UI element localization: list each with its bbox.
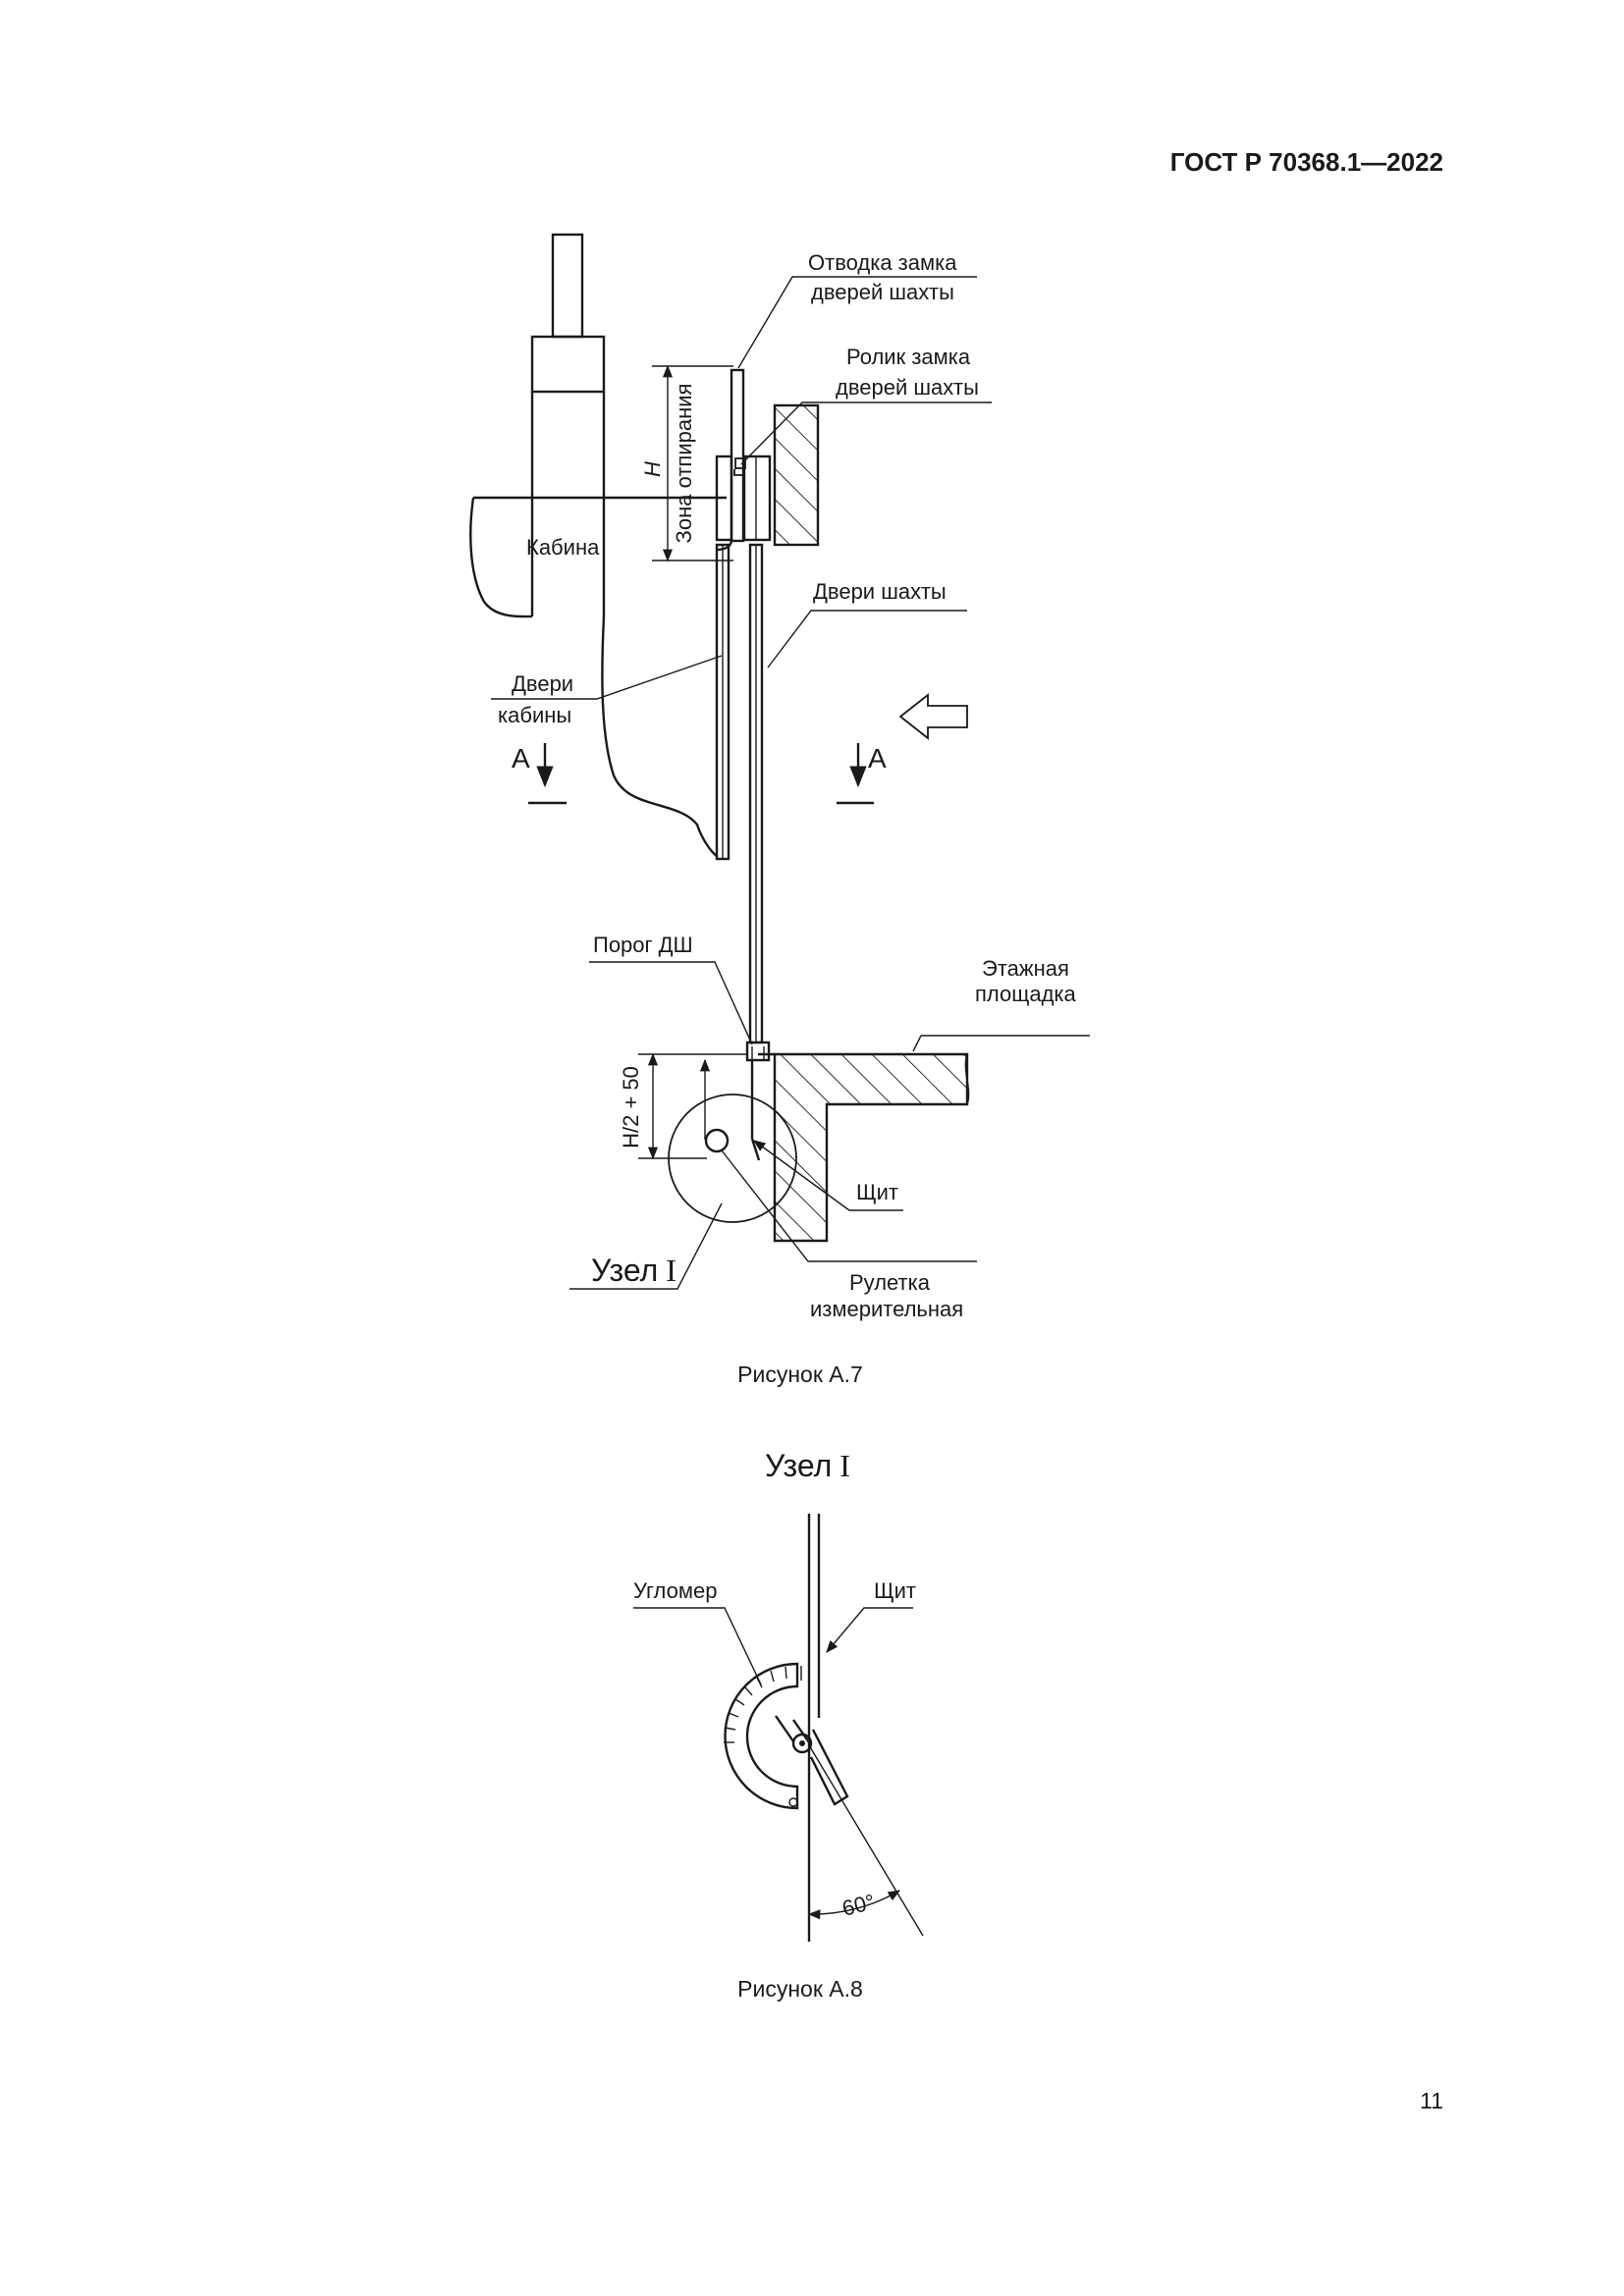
label-dim-h: H (640, 461, 665, 477)
page-number: 11 (1420, 2088, 1443, 2113)
label-dim-h2: H/2 + 50 (619, 1066, 643, 1148)
label-otvodka-2: дверей шахты (811, 280, 954, 304)
zone-dimension (652, 364, 733, 562)
label-cabin-doors-2: кабины (498, 703, 571, 727)
label-section-left: А (512, 743, 530, 774)
label-threshold: Порог ДШ (593, 933, 693, 957)
h2-dimension (638, 1052, 748, 1160)
section-arrow-right (837, 743, 874, 805)
protractor (724, 1662, 799, 1810)
label-rolik-1: Ролик замка (846, 345, 971, 369)
shaft-wall-top (773, 403, 820, 547)
figure-a8-title-numeral: I (839, 1448, 850, 1483)
angle-ray (808, 1744, 924, 1937)
angle-arc (807, 1890, 901, 1920)
figure-a7-caption: Рисунок А.7 (737, 1362, 863, 1387)
label-shield-a8: Щит (874, 1578, 916, 1603)
door-threshold (745, 1041, 771, 1062)
label-shield: Щит (856, 1180, 898, 1204)
label-node-numeral: I (666, 1253, 677, 1288)
label-cabin: Кабина (526, 535, 600, 560)
label-cabin-doors-1: Двери (512, 671, 573, 696)
label-rolik-2: дверей шахты (836, 375, 979, 400)
label-landing-1: Этажная (982, 956, 1069, 981)
section-arrow-left (528, 743, 567, 805)
label-angle: 60° (839, 1890, 877, 1921)
standard-header: ГОСТ Р 70368.1—2022 (1169, 147, 1443, 177)
floor-landing (773, 1052, 969, 1243)
cabin-outline (469, 496, 727, 858)
label-landing-2: площадка (975, 982, 1077, 1006)
label-node-prefix: Узел (591, 1253, 658, 1288)
label-section-right: А (868, 743, 887, 774)
label-tape-2: измерительная (810, 1297, 963, 1321)
label-protractor: Угломер (633, 1578, 717, 1603)
label-zone: Зона отпирания (672, 384, 696, 544)
plunger-rod (551, 233, 584, 339)
figure-a7-drawing: Отводка замка дверей шахты Ролик замка д… (469, 233, 1090, 1321)
plunger-head (530, 335, 606, 394)
label-otvodka-1: Отводка замка (808, 250, 957, 275)
protractor-scale-ticks (724, 1666, 802, 1743)
figure-a8-title-prefix: Узел (765, 1448, 832, 1483)
leader-lines (491, 276, 1090, 1290)
lock-release-rail (730, 368, 745, 543)
figure-a8-caption: Рисунок А.8 (737, 1976, 863, 2002)
label-shaft-doors: Двери шахты (813, 579, 947, 604)
view-direction-arrow (898, 693, 968, 740)
tape-roll (704, 1128, 730, 1153)
label-tape-1: Рулетка (849, 1270, 931, 1295)
